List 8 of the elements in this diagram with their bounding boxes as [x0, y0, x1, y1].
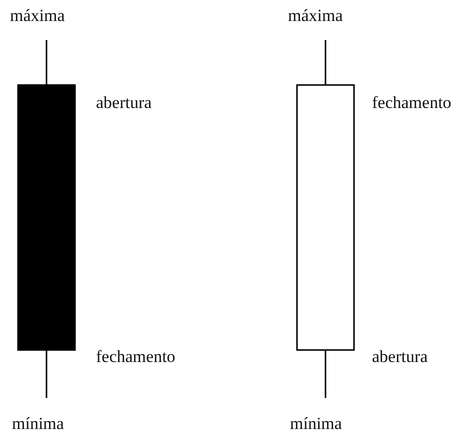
price-label: abertura — [372, 347, 428, 367]
price-label: abertura — [96, 93, 152, 113]
price-label: mínima — [12, 414, 64, 434]
price-label: mínima — [290, 414, 342, 434]
price-label: máxima — [288, 6, 343, 26]
price-label: fechamento — [372, 93, 452, 113]
price-label: máxima — [10, 6, 65, 26]
price-label: fechamento — [96, 347, 176, 367]
